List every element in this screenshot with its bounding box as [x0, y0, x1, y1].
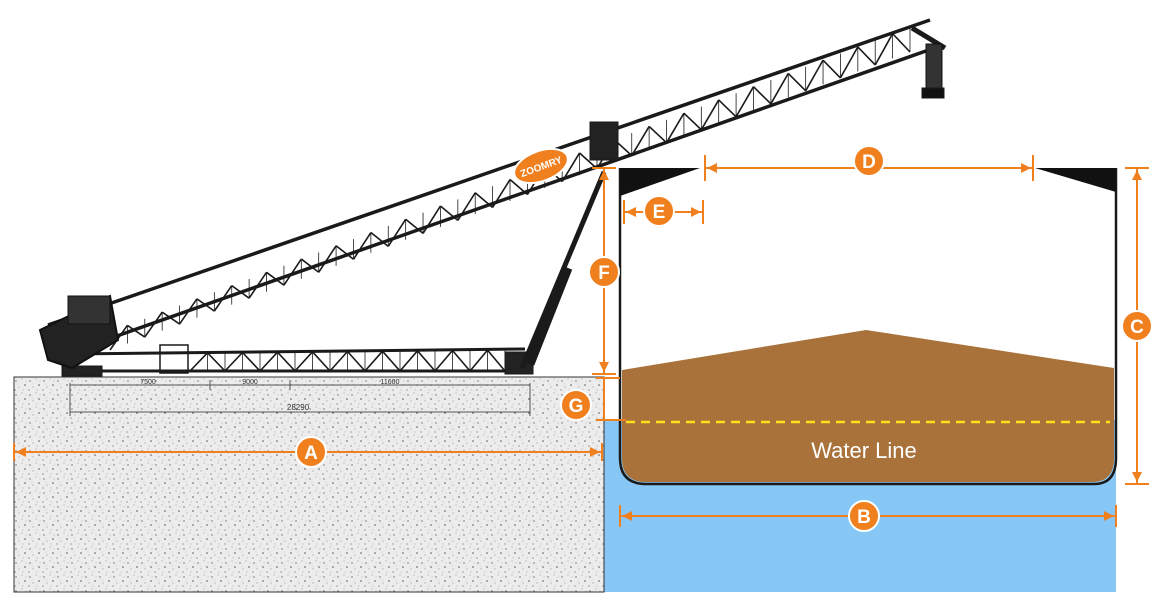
svg-text:D: D: [862, 152, 876, 173]
svg-text:A: A: [304, 443, 318, 464]
hatch-coaming-right: [1035, 168, 1116, 192]
quay-ground: [13, 376, 605, 593]
cargo-pile: [622, 330, 1114, 482]
dim-seg3: 11600: [381, 379, 400, 386]
dimension-g: [596, 377, 626, 421]
svg-text:F: F: [598, 263, 610, 284]
hatch-coaming-left: [620, 168, 700, 196]
brand-logo: ZOOMRY: [513, 147, 569, 185]
dim-total: 28290: [287, 403, 310, 412]
dim-seg2: 9000: [242, 379, 258, 386]
badge-f: F: [588, 256, 620, 288]
main-boom: [38, 18, 947, 370]
svg-text:B: B: [857, 507, 871, 528]
base-dimensions: [69, 380, 531, 416]
svg-text:C: C: [1130, 317, 1144, 338]
ship-hull: [618, 168, 1118, 486]
svg-text:G: G: [569, 396, 584, 417]
svg-text:E: E: [653, 202, 666, 223]
badge-g: G: [560, 389, 592, 421]
dimension-e: [623, 200, 704, 224]
base-truss: [61, 344, 534, 377]
dim-seg1: 7500: [140, 379, 156, 386]
badge-c: C: [1121, 310, 1153, 342]
badge-e: E: [643, 195, 675, 227]
hydraulic-cylinder: [519, 171, 607, 369]
badge-b: B: [848, 500, 880, 532]
badge-a: A: [295, 436, 327, 468]
badge-d: D: [853, 145, 885, 177]
water-line-label: Water Line: [811, 438, 917, 463]
